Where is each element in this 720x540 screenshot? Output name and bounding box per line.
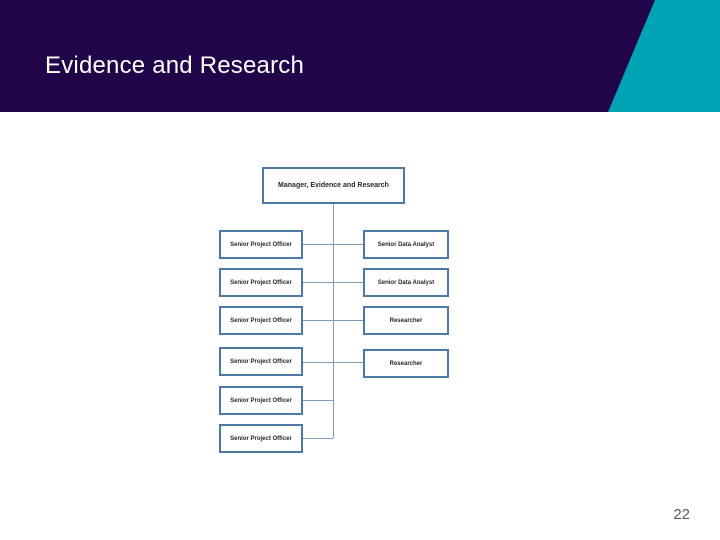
org-box-right-1-label: Senior Data Analyst [377, 241, 435, 248]
slide-header-band: Evidence and Research [0, 0, 720, 112]
org-box-left-2-label: Senior Project Officer [230, 279, 292, 286]
accent-diagonal-shape [608, 0, 720, 112]
org-box-left-3-label: Senior Project Officer [230, 317, 292, 324]
connector-vertical [333, 204, 334, 438]
org-box-right-3-label: Researcher [389, 317, 423, 324]
org-box-right-2: Senior Data Analyst [363, 268, 449, 297]
org-box-left-5-label: Senior Project Officer [230, 397, 292, 404]
org-box-left-2: Senior Project Officer [219, 268, 303, 297]
org-box-left-4: Senior Project Officer [219, 347, 303, 376]
slide-title: Evidence and Research [45, 52, 305, 79]
connector-row-2 [303, 282, 363, 283]
org-box-left-5: Senior Project Officer [219, 386, 303, 415]
org-box-root: Manager, Evidence and Research [262, 167, 405, 204]
connector-row-6 [303, 438, 333, 439]
org-box-right-2-label: Senior Data Analyst [377, 279, 435, 286]
connector-row-4 [303, 362, 363, 363]
org-box-left-3: Senior Project Officer [219, 306, 303, 335]
connector-row-5 [303, 400, 333, 401]
org-box-right-4: Researcher [363, 349, 449, 378]
org-box-right-3: Researcher [363, 306, 449, 335]
org-box-left-6: Senior Project Officer [219, 424, 303, 453]
org-box-left-4-label: Senior Project Officer [230, 358, 292, 365]
connector-row-1 [303, 244, 363, 245]
org-box-left-1: Senior Project Officer [219, 230, 303, 259]
org-box-left-1-label: Senior Project Officer [230, 241, 292, 248]
connector-row-3 [303, 320, 363, 321]
page-number: 22 [673, 506, 690, 523]
org-box-right-4-label: Researcher [389, 360, 423, 367]
org-box-right-1: Senior Data Analyst [363, 230, 449, 259]
org-box-left-6-label: Senior Project Officer [230, 435, 292, 442]
org-box-root-label: Manager, Evidence and Research [278, 182, 389, 189]
